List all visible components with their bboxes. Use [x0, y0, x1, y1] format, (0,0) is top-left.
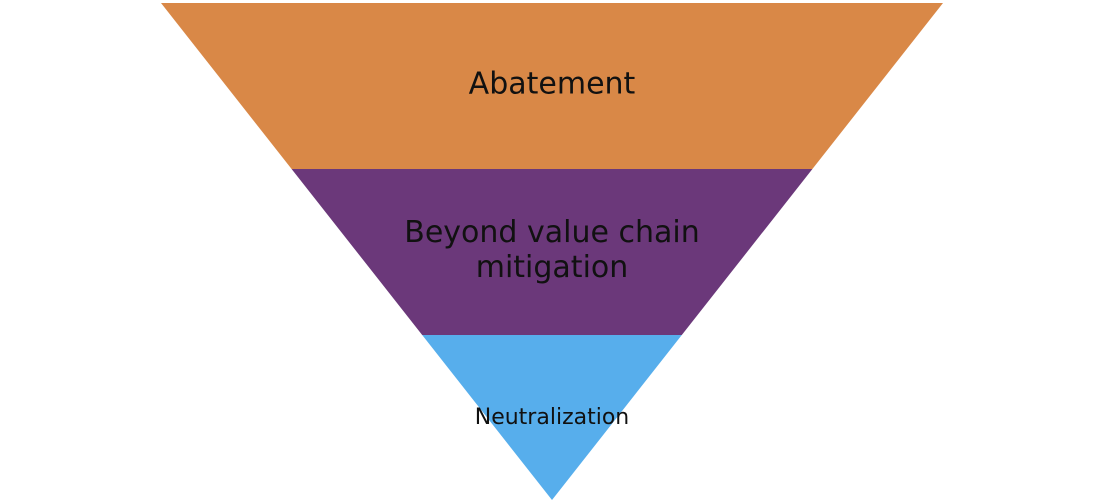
tier-abatement — [161, 3, 943, 169]
tier-label-beyond-value-chain-mitigation-line-2: mitigation — [476, 250, 629, 285]
tier-label-abatement: Abatement — [469, 67, 636, 102]
tier-label-beyond-value-chain-mitigation-line-1: Beyond value chain — [404, 215, 699, 250]
tier-beyond-value-chain-mitigation — [291, 169, 813, 335]
tier-label-neutralization: Neutralization — [475, 405, 629, 430]
tier-neutralization — [422, 335, 682, 500]
